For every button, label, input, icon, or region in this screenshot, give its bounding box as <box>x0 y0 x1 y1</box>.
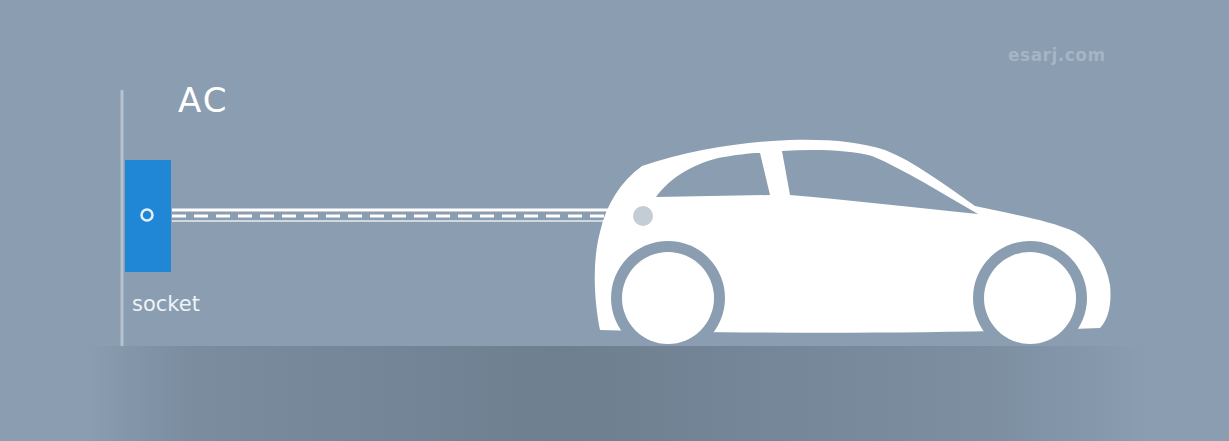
charging-cable <box>172 210 628 221</box>
post-line <box>121 90 124 347</box>
socket-outlet <box>125 160 171 272</box>
ground-band <box>88 346 1143 441</box>
socket-box: socket <box>125 160 204 316</box>
node-label: socket <box>132 292 204 316</box>
car-silhouette <box>595 140 1111 355</box>
current-type-label: AC <box>178 80 228 120</box>
socket-body <box>125 160 171 272</box>
watermark: esarj.com <box>1008 45 1106 65</box>
